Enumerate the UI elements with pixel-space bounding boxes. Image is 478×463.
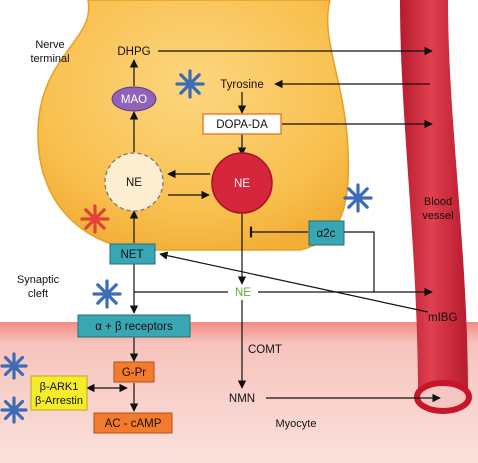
arrestin-box [30,375,88,411]
synaptic-cleft-label-2: cleft [28,288,48,300]
dhpg-label: DHPG [117,46,150,58]
receptors-label: α + β receptors [95,321,173,333]
asterisk-icon-arrestin [0,352,28,380]
net-box [109,243,156,265]
vessel-opening [414,380,472,414]
asterisk-icon-net [80,204,110,234]
asterisk-icon-receptors [92,279,122,309]
mao-label: MAO [121,94,147,106]
mibg-label: mIBG [428,312,457,324]
blood-vessel [400,0,468,395]
ne-vesicle-label: NE [126,177,142,189]
gpr-label: G-Pr [122,367,146,379]
myocyte-label: Myocyte [276,418,317,430]
blood-vessel-label-1: Blood [424,196,452,208]
nmn-label: NMN [229,393,255,405]
asterisk-icon-alpha2c [343,183,373,213]
blood-vessel-label-2: vessel [422,210,453,222]
alpha2c-feedback [344,231,375,292]
ne-vesicle [104,152,164,212]
arrestin-label-1: β-ARK1 [40,381,79,393]
alpha2c-label: α2c [317,228,336,240]
cleft-ne-label: NE [235,287,251,299]
dopa-da-box [202,113,282,135]
nerve-terminal [37,0,350,251]
tyrosine-label: Tyrosine [220,79,263,91]
nerve-terminal-label-1: Nerve [35,39,64,51]
alpha2c-box [308,220,345,246]
arrow-mibg-net [159,251,429,313]
ne-granule [211,152,273,214]
comt-label: COMT [248,344,282,356]
ac-camp-box [93,412,173,434]
gpr-box [113,361,155,383]
asterisk-icon-ac [0,396,28,424]
ac-camp-label: AC - cAMP [105,418,162,430]
receptors-box [77,314,191,338]
asterisk-icon-tyrosine [175,69,205,99]
net-label: NET [121,249,144,261]
nerve-terminal-label-2: terminal [30,53,69,65]
dopa-da-label: DOPA-DA [216,119,268,131]
ne-granule-label: NE [234,178,250,190]
synaptic-cleft-label-1: Synaptic [17,274,60,286]
arrestin-label-2: β-Arrestin [35,395,83,407]
mao-node [111,86,157,112]
